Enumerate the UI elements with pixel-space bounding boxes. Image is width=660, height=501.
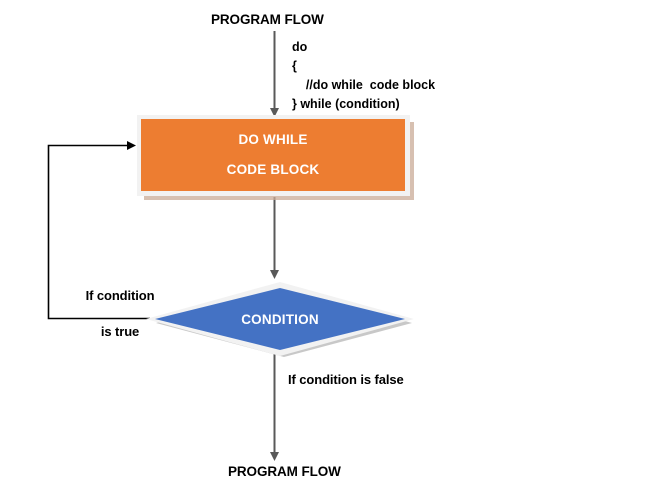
- code-line-3: //do while code block: [292, 78, 436, 92]
- branch-label-true-line-1: If condition: [85, 288, 155, 303]
- branch-label-true-line-2: is true: [100, 324, 140, 339]
- branch-label-true: If condition is true: [63, 269, 163, 359]
- decision-diamond-shape: [146, 282, 414, 357]
- code-snippet: do { //do while code block } while (cond…: [292, 38, 435, 114]
- code-line-2: {: [292, 59, 297, 73]
- code-line-1: do: [292, 40, 308, 54]
- branch-label-false: If condition is false: [288, 372, 404, 387]
- decision-diamond-condition[interactable]: CONDITION: [144, 280, 416, 358]
- code-line-4: } while (condition): [292, 97, 400, 111]
- process-box-do-while[interactable]: DO WHILE CODE BLOCK: [141, 119, 405, 191]
- process-box-line-1: DO WHILE: [238, 132, 308, 147]
- connector-loop-true: [47, 141, 150, 320]
- decision-diamond-fill: [155, 288, 405, 350]
- page-title-bottom: PROGRAM FLOW: [228, 464, 341, 479]
- process-box-line-2: CODE BLOCK: [226, 162, 320, 177]
- page-title-top: PROGRAM FLOW: [211, 12, 324, 27]
